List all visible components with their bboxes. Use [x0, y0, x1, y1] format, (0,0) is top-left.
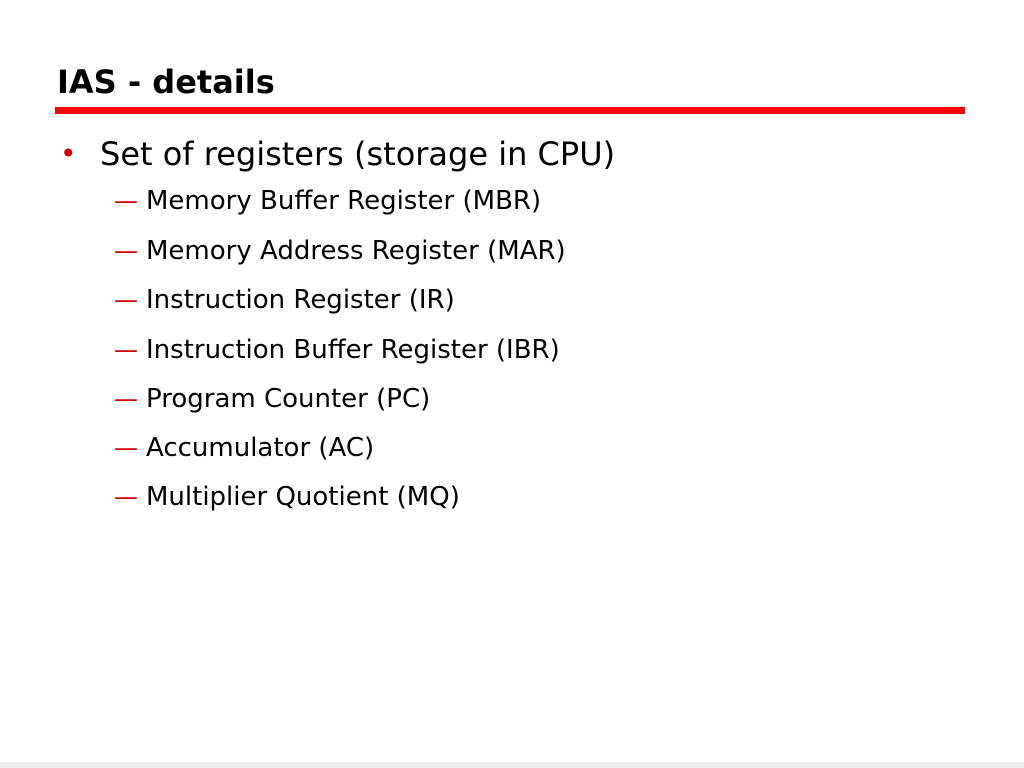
- sub-item-ibr: — Instruction Buffer Register (IBR): [114, 331, 914, 369]
- sub-item-label: Memory Buffer Register (MBR): [146, 186, 542, 216]
- dash-marker: —: [114, 187, 138, 215]
- sub-item-ir: — Instruction Register (IR): [114, 281, 914, 319]
- dash-marker: —: [114, 483, 138, 511]
- sub-item-label: Accumulator (AC): [146, 433, 375, 463]
- dash-marker: —: [114, 237, 138, 265]
- sub-item-label: Memory Address Register (MAR): [146, 236, 566, 266]
- sub-item-label: Instruction Register (IR): [146, 285, 455, 315]
- bullet-item-registers: • Set of registers (storage in CPU): [60, 131, 960, 177]
- title-underline: [55, 107, 965, 114]
- sub-item-mbr: — Memory Buffer Register (MBR): [114, 182, 914, 220]
- dash-marker: —: [114, 286, 138, 314]
- dash-marker: —: [114, 336, 138, 364]
- sub-item-label: Multiplier Quotient (MQ): [146, 482, 460, 512]
- sub-item-label: Instruction Buffer Register (IBR): [146, 335, 560, 365]
- bullet-text: Set of registers (storage in CPU): [100, 135, 616, 173]
- sub-item-mq: — Multiplier Quotient (MQ): [114, 478, 914, 516]
- sub-item-mar: — Memory Address Register (MAR): [114, 232, 914, 270]
- bullet-marker: •: [60, 137, 77, 170]
- footer-divider: [0, 762, 1024, 768]
- sub-item-pc: — Program Counter (PC): [114, 380, 914, 418]
- sub-item-ac: — Accumulator (AC): [114, 429, 914, 467]
- slide-title: IAS - details: [57, 63, 275, 101]
- dash-marker: —: [114, 385, 138, 413]
- dash-marker: —: [114, 434, 138, 462]
- sub-item-label: Program Counter (PC): [146, 384, 431, 414]
